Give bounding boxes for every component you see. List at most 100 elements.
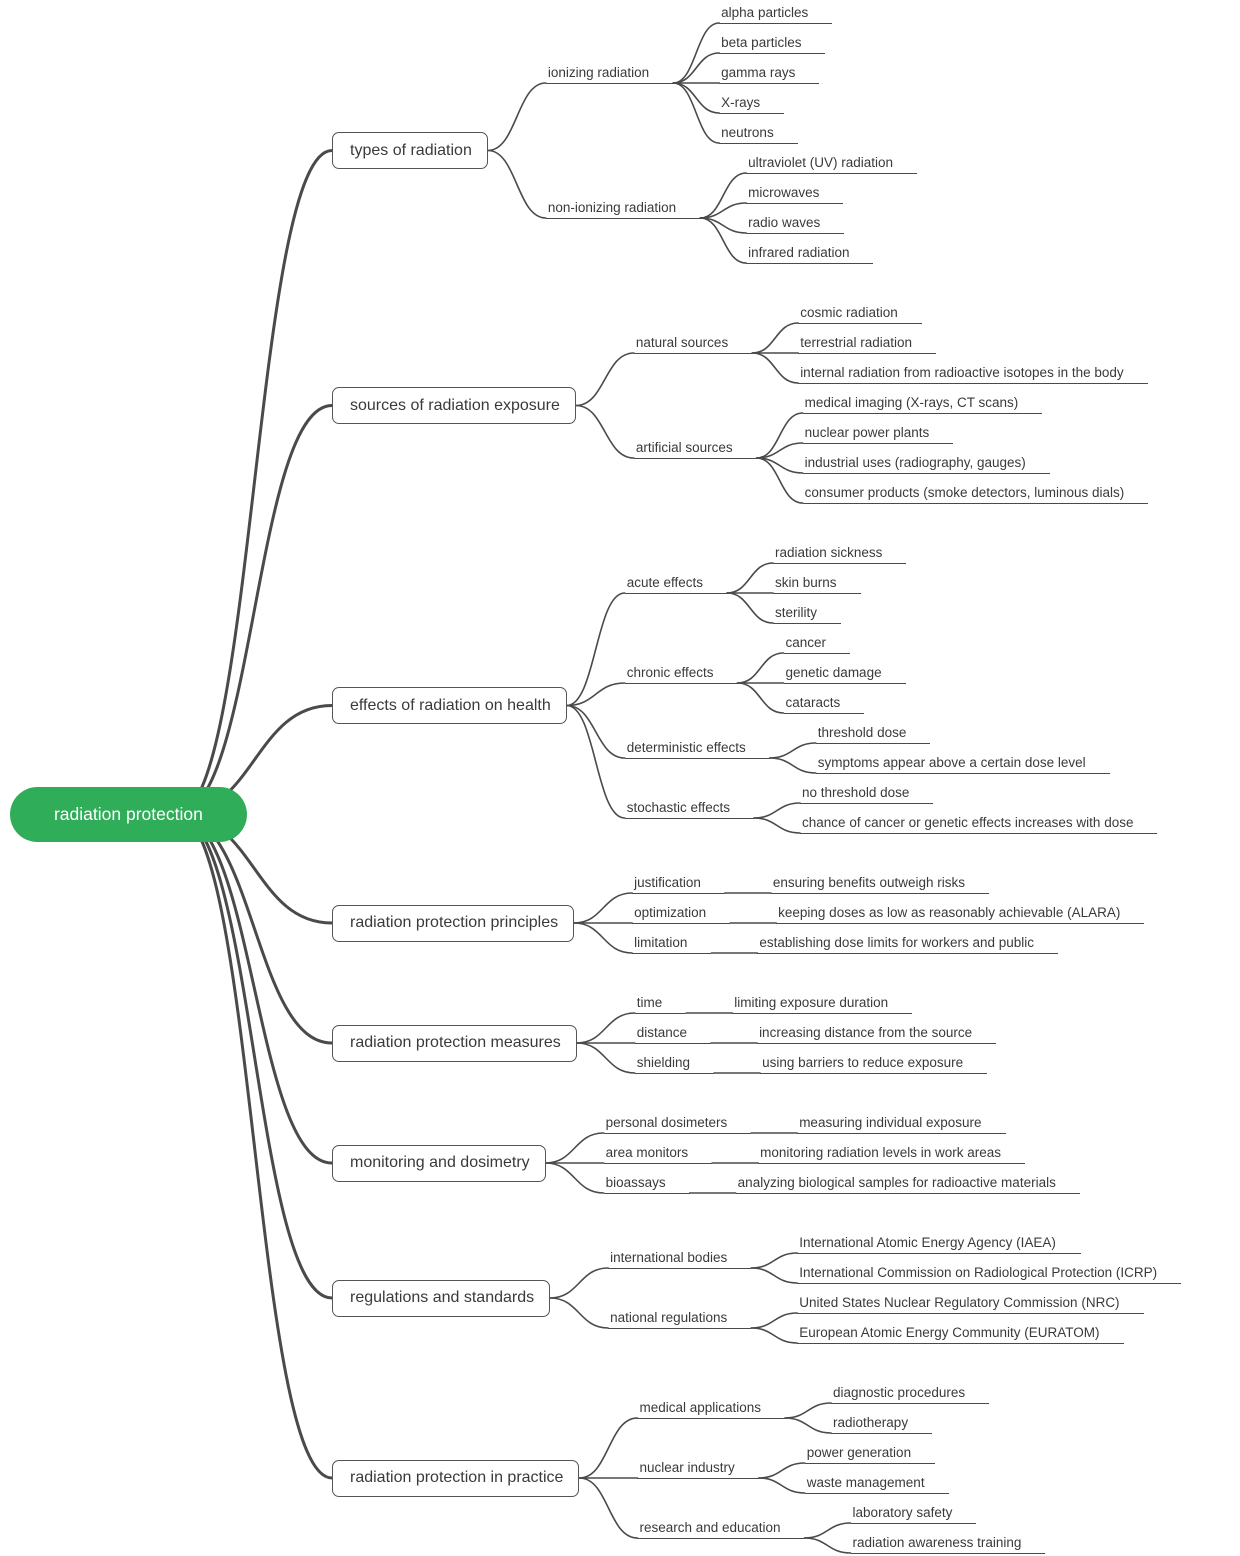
node-types-of-radiation[interactable]: types of radiation <box>332 132 488 169</box>
node-radio-waves[interactable]: radio waves <box>746 213 845 234</box>
link <box>573 922 633 954</box>
link <box>699 172 747 219</box>
node-acute-effects[interactable]: acute effects <box>624 573 728 594</box>
node-radiation-protection-in-practice[interactable]: radiation protection in practice <box>332 1459 580 1497</box>
node-bioassays[interactable]: bioassays <box>603 1173 690 1194</box>
link <box>175 404 334 816</box>
node-artificial-sources[interactable]: artificial sources <box>633 438 757 459</box>
node-limitation[interactable]: limitation <box>632 933 712 954</box>
node-diagnostic-procedures[interactable]: diagnostic procedures <box>831 1383 990 1404</box>
link <box>175 812 334 1480</box>
node-stochastic-effects[interactable]: stochastic effects <box>624 798 755 819</box>
node-neutrons[interactable]: neutrons <box>719 123 798 144</box>
node-using-barriers-to-reduce-exposure[interactable]: using barriers to reduce exposure <box>760 1053 988 1074</box>
node-threshold-dose[interactable]: threshold dose <box>815 723 931 744</box>
link <box>575 352 635 407</box>
node-no-threshold-dose[interactable]: no threshold dose <box>800 783 934 804</box>
node-nuclear-industry[interactable]: nuclear industry <box>637 1458 759 1479</box>
node-national-regulations[interactable]: national regulations <box>608 1308 752 1329</box>
node-x-rays[interactable]: X-rays <box>719 93 785 114</box>
node-cataracts[interactable]: cataracts <box>783 693 865 714</box>
node-distance[interactable]: distance <box>634 1023 712 1044</box>
link <box>487 82 547 152</box>
node-radiation-sickness[interactable]: radiation sickness <box>773 543 907 564</box>
node-gamma-rays[interactable]: gamma rays <box>719 63 820 84</box>
node-chance-of-cancer-or-genetic-effects-increases-with-dose[interactable]: chance of cancer or genetic effects incr… <box>800 813 1158 834</box>
node-ionizing-radiation[interactable]: ionizing radiation <box>545 63 674 84</box>
node-european-atomic-energy-community-euratom[interactable]: European Atomic Energy Community (EURATO… <box>797 1323 1125 1344</box>
link <box>784 1417 832 1434</box>
node-justification[interactable]: justification <box>632 873 725 894</box>
node-chronic-effects[interactable]: chronic effects <box>624 663 738 684</box>
node-skin-burns[interactable]: skin burns <box>773 573 861 594</box>
node-sterility[interactable]: sterility <box>773 603 842 624</box>
node-deterministic-effects[interactable]: deterministic effects <box>624 738 770 759</box>
node-international-bodies[interactable]: international bodies <box>608 1248 752 1269</box>
node-international-atomic-energy-agency-iaea[interactable]: International Atomic Energy Agency (IAEA… <box>797 1233 1082 1254</box>
node-monitoring-and-dosimetry[interactable]: monitoring and dosimetry <box>332 1144 546 1182</box>
node-increasing-distance-from-the-source[interactable]: increasing distance from the source <box>757 1023 997 1044</box>
node-internal-radiation-from-radioactive-isotopes-in-the-body[interactable]: internal radiation from radioactive isot… <box>798 363 1148 384</box>
node-effects-of-radiation-on-health[interactable]: effects of radiation on health <box>332 687 567 724</box>
node-keeping-doses-as-low-as-reasonably-achievable-alara[interactable]: keeping doses as low as reasonably achie… <box>776 903 1145 924</box>
node-medical-applications[interactable]: medical applications <box>637 1398 786 1419</box>
node-analyzing-biological-samples-for-radioactive-materials[interactable]: analyzing biological samples for radioac… <box>735 1173 1080 1194</box>
node-regulations-and-standards[interactable]: regulations and standards <box>332 1279 551 1317</box>
link <box>750 1327 799 1344</box>
node-symptoms-appear-above-a-certain-dose-level[interactable]: symptoms appear above a certain dose lev… <box>815 753 1110 774</box>
node-radiation-protection-principles[interactable]: radiation protection principles <box>332 904 575 942</box>
node-radiation-protection-measures[interactable]: radiation protection measures <box>332 1024 577 1062</box>
node-non-ionizing-radiation[interactable]: non-ionizing radiation <box>545 198 701 219</box>
node-consumer-products-smoke-detectors-luminous-dials[interactable]: consumer products (smoke detectors, lumi… <box>802 483 1149 504</box>
link <box>755 457 804 504</box>
node-limiting-exposure-duration[interactable]: limiting exposure duration <box>732 993 913 1014</box>
node-terrestrial-radiation[interactable]: terrestrial radiation <box>798 333 936 354</box>
node-beta-particles[interactable]: beta particles <box>719 33 826 54</box>
node-medical-imaging-x-rays-ct-scans[interactable]: medical imaging (X-rays, CT scans) <box>802 393 1043 414</box>
node-cancer[interactable]: cancer <box>783 633 851 654</box>
link <box>736 682 785 714</box>
node-microwaves[interactable]: microwaves <box>746 183 844 204</box>
node-ensuring-benefits-outweigh-risks[interactable]: ensuring benefits outweigh risks <box>770 873 989 894</box>
node-radiation-awareness-training[interactable]: radiation awareness training <box>850 1533 1046 1554</box>
node-ultraviolet-uv-radiation[interactable]: ultraviolet (UV) radiation <box>746 153 917 174</box>
link <box>784 1402 832 1419</box>
node-time[interactable]: time <box>634 993 687 1014</box>
root-node[interactable]: radiation protection <box>10 786 247 842</box>
node-nuclear-power-plants[interactable]: nuclear power plants <box>802 423 954 444</box>
node-alpha-particles[interactable]: alpha particles <box>719 3 833 24</box>
link <box>750 1252 799 1269</box>
node-power-generation[interactable]: power generation <box>804 1443 936 1464</box>
link <box>757 1477 806 1494</box>
link <box>175 812 334 1045</box>
node-radiotherapy[interactable]: radiotherapy <box>831 1413 933 1434</box>
node-industrial-uses-radiography-gauges[interactable]: industrial uses (radiography, gauges) <box>802 453 1050 474</box>
node-genetic-damage[interactable]: genetic damage <box>783 663 906 684</box>
node-laboratory-safety[interactable]: laboratory safety <box>850 1503 977 1524</box>
node-cosmic-radiation[interactable]: cosmic radiation <box>798 303 922 324</box>
node-sources-of-radiation-exposure[interactable]: sources of radiation exposure <box>332 387 576 424</box>
node-united-states-nuclear-regulatory-commission-nrc[interactable]: United States Nuclear Regulatory Commiss… <box>797 1293 1144 1314</box>
node-natural-sources[interactable]: natural sources <box>633 333 753 354</box>
node-area-monitors[interactable]: area monitors <box>603 1143 713 1164</box>
node-waste-management[interactable]: waste management <box>804 1473 949 1494</box>
node-measuring-individual-exposure[interactable]: measuring individual exposure <box>797 1113 1006 1134</box>
node-optimization[interactable]: optimization <box>632 903 731 924</box>
link <box>565 704 626 819</box>
node-research-and-education[interactable]: research and education <box>637 1518 805 1539</box>
node-personal-dosimeters[interactable]: personal dosimeters <box>603 1113 752 1134</box>
node-monitoring-radiation-levels-in-work-areas[interactable]: monitoring radiation levels in work area… <box>758 1143 1026 1164</box>
node-establishing-dose-limits-for-workers-and-public[interactable]: establishing dose limits for workers and… <box>757 933 1058 954</box>
link <box>757 1462 806 1479</box>
link <box>672 82 720 144</box>
link <box>768 757 817 774</box>
link <box>544 1162 605 1194</box>
link <box>573 892 633 924</box>
node-international-commission-on-radiological-protection-icrp[interactable]: International Commission on Radiological… <box>797 1263 1182 1284</box>
link <box>578 1477 639 1539</box>
node-infrared-radiation[interactable]: infrared radiation <box>746 243 874 264</box>
link <box>565 592 626 707</box>
node-shielding[interactable]: shielding <box>634 1053 715 1074</box>
link <box>755 412 804 459</box>
